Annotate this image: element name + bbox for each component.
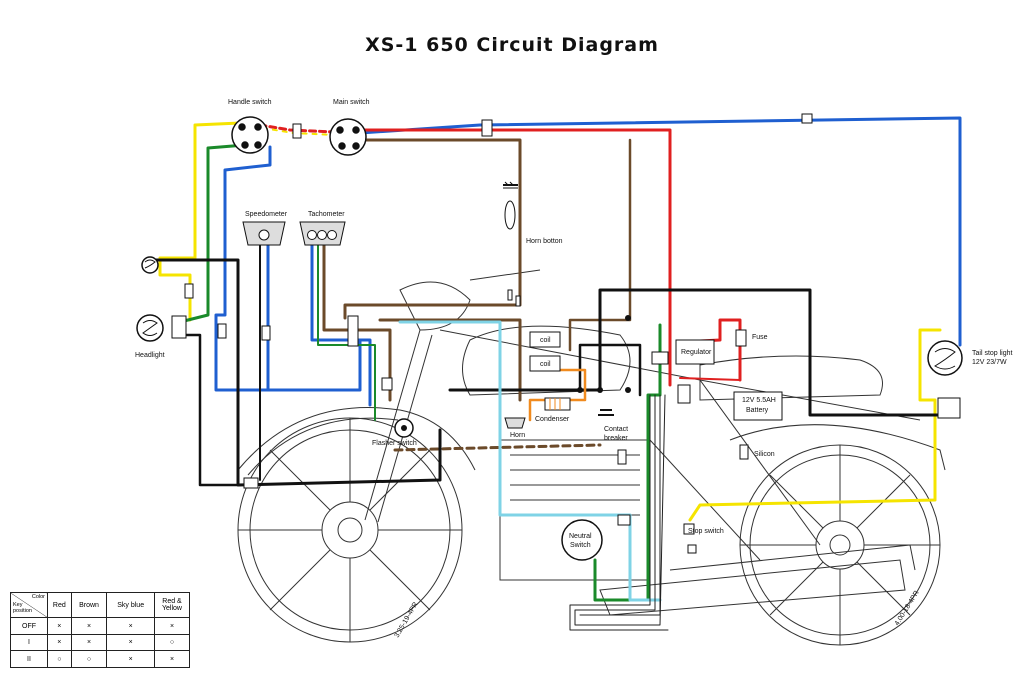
coil-1 bbox=[529, 331, 561, 348]
fuse bbox=[735, 329, 747, 347]
col-header-red: Red bbox=[47, 591, 72, 619]
table-cell: × bbox=[106, 617, 155, 635]
table-cell: ○ bbox=[47, 650, 72, 668]
table-cell: ○ bbox=[70, 650, 108, 668]
corner-color-label: Color bbox=[31, 594, 45, 600]
green-wire-neutral bbox=[593, 323, 662, 602]
table-cell: × bbox=[70, 617, 108, 635]
wire-bundle bbox=[574, 394, 666, 626]
battery-label-line1: 12V 5.5AH bbox=[742, 397, 776, 404]
key-table-corner: Color Key position bbox=[10, 591, 48, 619]
contact-breaker bbox=[598, 409, 614, 416]
condenser-label: Condenser bbox=[535, 416, 570, 423]
table-cell: × bbox=[70, 633, 108, 652]
brown-dashed-flasher bbox=[393, 443, 602, 452]
table-cell: × bbox=[106, 633, 155, 652]
flasher-switch bbox=[394, 418, 414, 438]
table-row: I × × × ○ bbox=[10, 633, 190, 652]
black-wire-headlight bbox=[173, 333, 242, 487]
diagram-title: XS-1 650 Circuit Diagram bbox=[365, 34, 659, 56]
horn-unit bbox=[504, 417, 526, 429]
regulator-label: Regulator bbox=[681, 349, 712, 356]
yellow-wire-tail bbox=[688, 328, 942, 522]
handle-switch bbox=[231, 116, 269, 154]
flasher-switch-label: Flasher switch bbox=[372, 440, 417, 447]
red-dashed-switch-link bbox=[258, 123, 337, 134]
green-wire-tach bbox=[317, 234, 376, 421]
condenser bbox=[544, 397, 571, 411]
headlight bbox=[136, 314, 164, 342]
red-wire-regulator bbox=[679, 377, 741, 381]
orange-wire-coil bbox=[528, 368, 587, 422]
main-switch-label: Main switch bbox=[333, 99, 370, 106]
brown-wire-main bbox=[343, 138, 522, 320]
silicon-rectifier bbox=[739, 444, 749, 460]
regulator bbox=[675, 339, 715, 365]
neutral-switch-label-line2: Switch bbox=[570, 542, 591, 549]
table-row: II ○ ○ × × bbox=[10, 650, 190, 668]
neutral-switch bbox=[561, 519, 603, 561]
table-cell: × bbox=[154, 617, 190, 635]
horn-button bbox=[503, 181, 521, 307]
skyblue-wire bbox=[398, 320, 662, 602]
junction-dots bbox=[577, 315, 631, 393]
table-cell: × bbox=[154, 650, 190, 668]
tail-stop-light bbox=[927, 340, 963, 419]
neutral-switch-label-line1: Neutral bbox=[569, 533, 592, 540]
rear-tire-label: 4.00-18-4PR bbox=[894, 590, 921, 627]
col-header-brown: Brown bbox=[70, 591, 108, 619]
front-tire-label: 3.25-19-4PR bbox=[394, 601, 420, 639]
headlight-label: Headlight bbox=[135, 352, 165, 359]
corner-position-label: position bbox=[13, 608, 32, 614]
row-position: II bbox=[10, 650, 48, 668]
fuse-label: Fuse bbox=[752, 334, 768, 341]
silicon-label: Silicon bbox=[754, 451, 775, 458]
stop-switch-label: Stop switch bbox=[688, 528, 724, 535]
motorcycle-outline bbox=[237, 269, 946, 646]
table-cell: × bbox=[106, 650, 155, 668]
table-cell: × bbox=[47, 617, 72, 635]
red-wire-main bbox=[363, 128, 672, 387]
table-cell: ○ bbox=[154, 633, 190, 652]
key-table-header-row: Color Key position Red Brown Sky blue Re… bbox=[10, 591, 190, 619]
battery-label-line2: Battery bbox=[746, 407, 769, 414]
blue-wire-tach bbox=[310, 233, 372, 407]
connectors bbox=[171, 113, 813, 554]
horn-label: Horn bbox=[510, 432, 526, 439]
col-header-sky-blue: Sky blue bbox=[106, 591, 155, 619]
key-position-table: Color Key position Red Brown Sky blue Re… bbox=[10, 591, 190, 668]
blue-wire-top bbox=[358, 116, 962, 347]
stop-switch bbox=[683, 523, 695, 535]
horn-button-label: Horn botton bbox=[526, 238, 563, 245]
table-row: OFF × × × × bbox=[10, 617, 190, 635]
main-switch bbox=[329, 118, 367, 156]
speedometer-label: Speedometer bbox=[245, 211, 288, 218]
row-position: OFF bbox=[10, 617, 48, 635]
col-header-red-yellow: Red & Yellow bbox=[154, 591, 190, 619]
table-cell: × bbox=[47, 633, 72, 652]
coil-1-label: coil bbox=[540, 337, 551, 344]
blue-wire-left bbox=[214, 145, 362, 392]
row-position: I bbox=[10, 633, 48, 652]
black-wire-frame bbox=[448, 288, 942, 417]
handle-switch-label: Handle switch bbox=[228, 99, 272, 106]
battery bbox=[733, 391, 783, 421]
green-wire-left bbox=[178, 143, 247, 324]
headlight-bulb-small bbox=[141, 256, 159, 274]
tail-stop-light-label-line1: Tail stop light bbox=[972, 350, 1013, 357]
black-wire-ground bbox=[578, 343, 642, 397]
coil-2 bbox=[529, 355, 561, 372]
tail-stop-light-label-line2: 12V 23/7W bbox=[972, 359, 1007, 366]
tachometer bbox=[299, 221, 346, 246]
brown-wire-horn bbox=[378, 318, 522, 402]
contact-breaker-label-line2: breaker bbox=[604, 435, 628, 442]
contact-breaker-label-line1: Contact bbox=[604, 426, 629, 433]
coil-2-label: coil bbox=[540, 361, 551, 368]
tachometer-label: Tachometer bbox=[308, 211, 345, 218]
corner-key-label: Key bbox=[13, 602, 23, 608]
speedometer bbox=[242, 221, 286, 246]
yellow-wire-left bbox=[158, 121, 242, 322]
